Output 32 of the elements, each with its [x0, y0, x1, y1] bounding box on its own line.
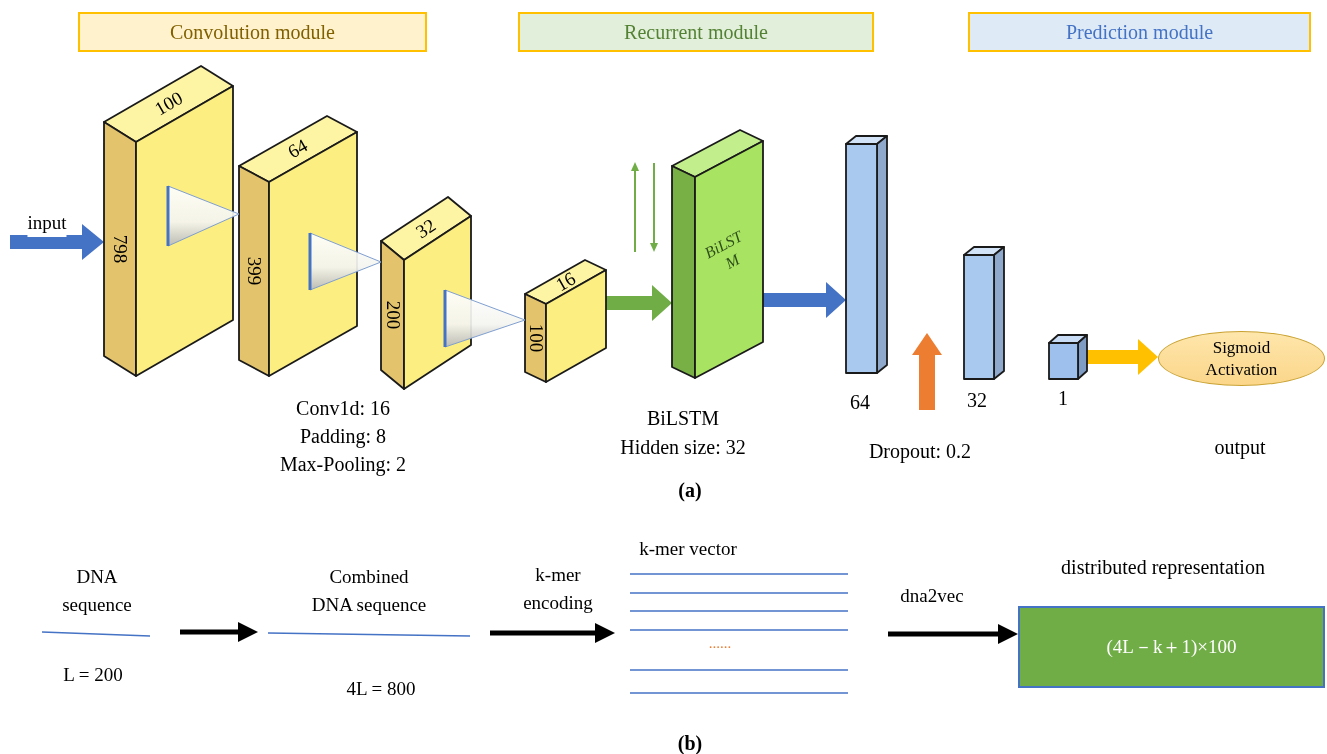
activation-ellipse: Sigmoid Activation: [1158, 331, 1325, 386]
annotation-text: distributed representation: [1061, 555, 1265, 581]
module-header: Prediction module: [968, 12, 1311, 52]
module-header: Recurrent module: [518, 12, 874, 52]
annotation-text: 32: [967, 388, 987, 413]
dimension-label: 200: [381, 300, 405, 330]
vector-title: k-mer vector: [639, 537, 737, 561]
annotation-text: BiLSTM: [646, 406, 720, 431]
note-text: Padding: 8: [299, 424, 387, 450]
dimension-label: 100: [524, 323, 548, 353]
ellipsis-mark: ......: [708, 634, 732, 653]
annotation-text: 1: [1058, 386, 1068, 411]
dimension-label: 399: [243, 256, 267, 286]
length-label: L = 200: [63, 663, 123, 687]
panel-label: (a): [678, 478, 702, 503]
annotation-text: output: [1214, 435, 1266, 461]
note-text: Dropout: 0.2: [868, 439, 972, 465]
dimension-label: 798: [109, 234, 133, 264]
module-header: Convolution module: [78, 12, 427, 52]
dimension-label: 16: [550, 266, 580, 298]
panel-label: (b): [677, 731, 703, 754]
sequence-label: Combined DNA sequence: [310, 565, 428, 617]
embedding-matrix-box: (4L－k＋1)×100: [1018, 606, 1325, 688]
note-text: Conv1d: 16: [296, 396, 390, 421]
dimension-label: 64: [283, 133, 313, 165]
annotation-text: Hidden size: 32: [620, 435, 746, 460]
note-text: Max-Pooling: 2: [279, 452, 407, 478]
annotation-text: 64: [850, 390, 870, 415]
length-label: 4L = 800: [346, 677, 416, 701]
dimension-label: 100: [149, 86, 187, 122]
sequence-label: DNA sequence: [61, 565, 133, 617]
dimension-label: 32: [410, 212, 441, 244]
